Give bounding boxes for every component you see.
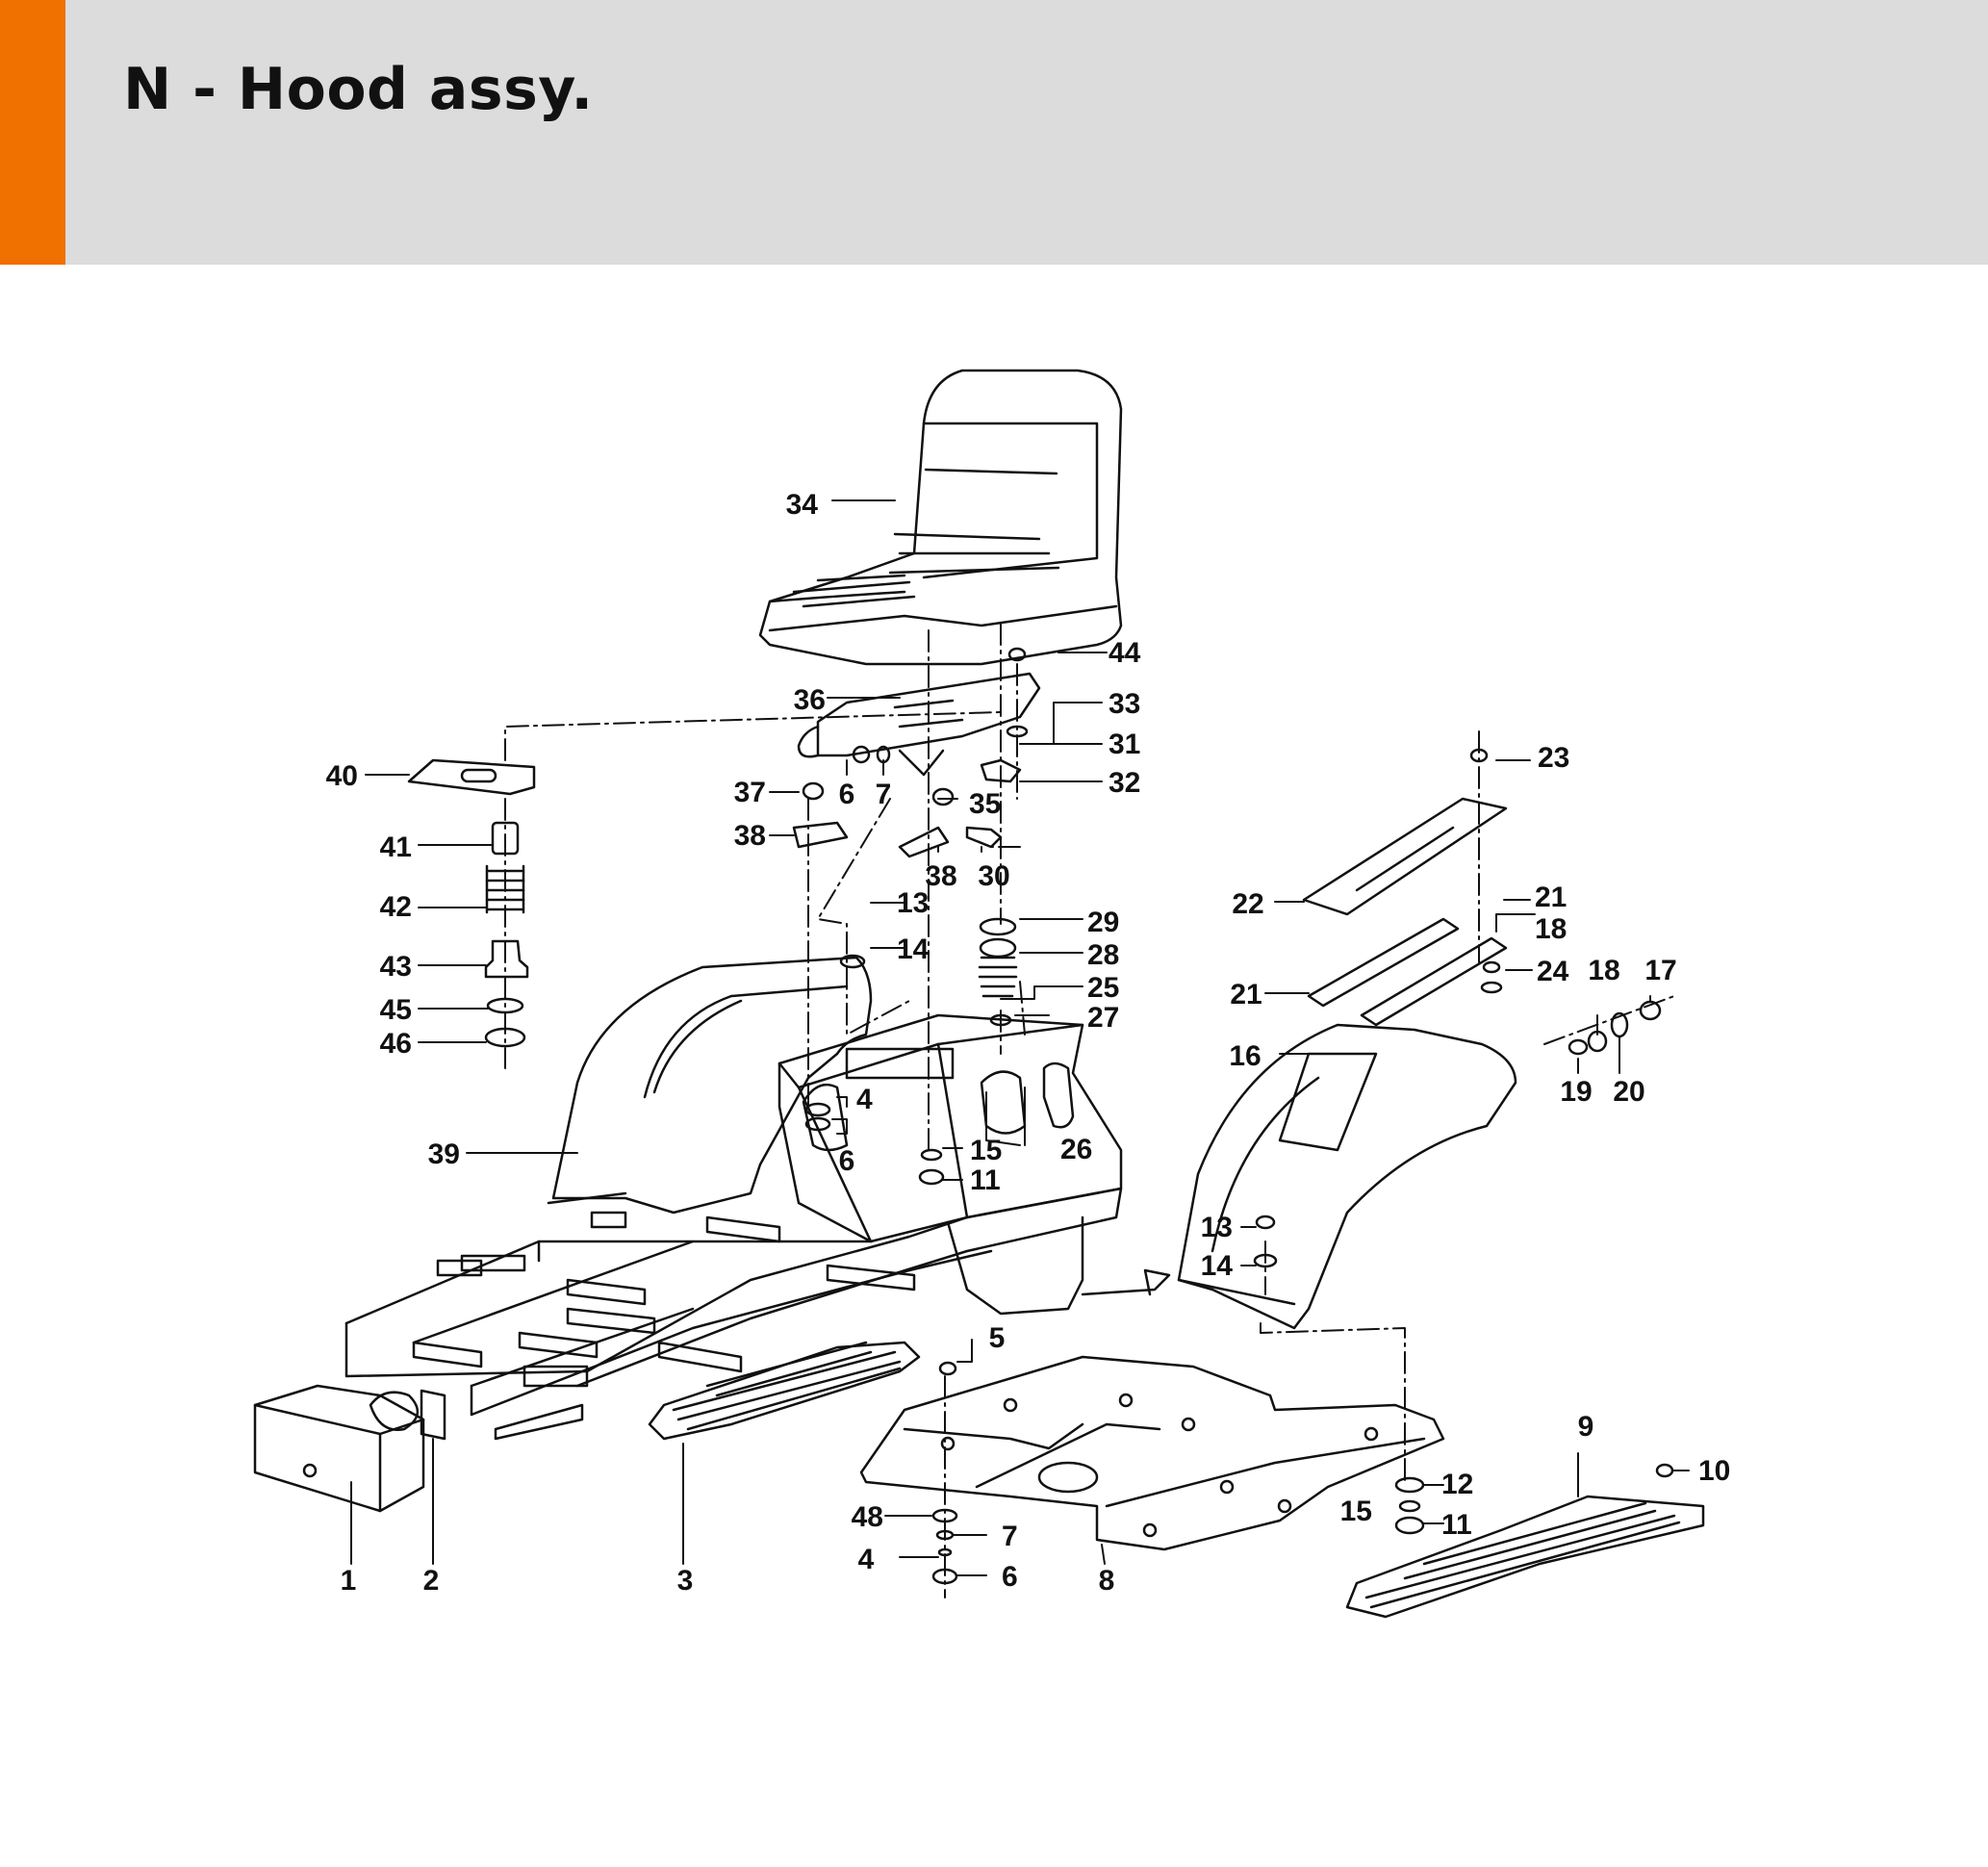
spring-stack-left xyxy=(407,758,536,1048)
part-label-21: 21 xyxy=(1230,979,1262,1010)
part-label-38: 38 xyxy=(925,860,956,892)
part-label-6: 6 xyxy=(839,1145,855,1177)
page-title: N - Hood assy. xyxy=(123,56,594,123)
plates-strips-drawing xyxy=(1302,797,1508,1027)
part-label-31: 31 xyxy=(1109,729,1140,760)
frame-rails-drawing xyxy=(344,1187,1171,1441)
part-label-35: 35 xyxy=(969,788,1001,820)
part-label-23: 23 xyxy=(1538,742,1569,774)
part-label-34: 34 xyxy=(786,489,819,521)
part-label-42: 42 xyxy=(380,891,412,923)
part-label-5: 5 xyxy=(989,1322,1006,1354)
part-labels: 1 2 3 4 4 5 6 6 6 7 7 8 9 10 11 11 12 13… xyxy=(326,489,1731,1597)
part-label-36: 36 xyxy=(794,684,826,716)
part-label-16: 16 xyxy=(1229,1040,1261,1072)
seat-bracket-drawing xyxy=(797,672,1041,777)
part-label-11: 11 xyxy=(970,1164,1001,1196)
part-label-8: 8 xyxy=(1099,1565,1115,1597)
part-label-3: 3 xyxy=(677,1565,694,1597)
part-label-48: 48 xyxy=(852,1501,883,1533)
part-label-39: 39 xyxy=(428,1138,460,1170)
part-label-28: 28 xyxy=(1087,939,1119,971)
part-label-44: 44 xyxy=(1109,637,1141,669)
part-label-45: 45 xyxy=(380,994,412,1026)
part-label-32: 32 xyxy=(1109,767,1140,799)
part-label-26: 26 xyxy=(1060,1134,1092,1165)
part-label-6: 6 xyxy=(839,779,855,810)
part-label-24: 24 xyxy=(1537,956,1569,987)
hardware-drawing xyxy=(792,647,1674,1585)
part-label-15: 15 xyxy=(1340,1496,1372,1527)
part-label-27: 27 xyxy=(1087,1002,1119,1034)
header-band xyxy=(0,0,1988,265)
part-label-12: 12 xyxy=(1441,1469,1473,1500)
part-label-17: 17 xyxy=(1644,955,1676,986)
center-console-drawing xyxy=(777,1013,1123,1243)
part-label-25: 25 xyxy=(1087,972,1119,1004)
part-label-10: 10 xyxy=(1698,1455,1730,1487)
part-label-4: 4 xyxy=(856,1084,873,1115)
part-label-2: 2 xyxy=(423,1565,440,1597)
part-label-18: 18 xyxy=(1535,913,1567,945)
part-label-7: 7 xyxy=(876,779,892,810)
hood-left-drawing xyxy=(547,956,873,1215)
orange-accent-bar xyxy=(0,0,65,265)
part-label-29: 29 xyxy=(1087,907,1119,938)
part-label-30: 30 xyxy=(978,860,1009,892)
battery-box-drawing xyxy=(253,1384,446,1513)
fender-right-drawing xyxy=(1177,1023,1517,1330)
part-label-19: 19 xyxy=(1560,1076,1592,1108)
part-label-9: 9 xyxy=(1578,1411,1594,1443)
part-label-15: 15 xyxy=(970,1135,1002,1166)
part-label-13: 13 xyxy=(897,887,929,919)
part-label-21: 21 xyxy=(1535,882,1567,913)
leader-lines xyxy=(350,499,1690,1576)
part-label-14: 14 xyxy=(897,934,930,965)
floor-plate-drawing xyxy=(859,1355,1445,1551)
part-label-22: 22 xyxy=(1232,888,1263,920)
part-label-33: 33 xyxy=(1109,688,1140,720)
part-label-41: 41 xyxy=(380,831,412,863)
part-label-46: 46 xyxy=(380,1028,412,1060)
footrest-left-drawing xyxy=(648,1341,921,1441)
part-label-14: 14 xyxy=(1201,1250,1234,1282)
alignment-lines xyxy=(504,623,1675,1598)
part-label-43: 43 xyxy=(380,951,412,983)
part-label-1: 1 xyxy=(341,1565,357,1597)
part-label-40: 40 xyxy=(326,760,358,792)
part-label-37: 37 xyxy=(734,777,766,808)
part-label-38: 38 xyxy=(734,820,766,852)
seat-drawing xyxy=(758,369,1123,666)
part-label-20: 20 xyxy=(1613,1076,1644,1108)
part-label-13: 13 xyxy=(1201,1212,1233,1243)
footrest-right-drawing xyxy=(1345,1495,1705,1619)
part-label-7: 7 xyxy=(1002,1521,1018,1552)
part-label-6: 6 xyxy=(1002,1561,1018,1593)
part-label-4: 4 xyxy=(858,1544,875,1575)
part-label-18: 18 xyxy=(1588,955,1619,986)
part-label-11: 11 xyxy=(1441,1509,1472,1541)
